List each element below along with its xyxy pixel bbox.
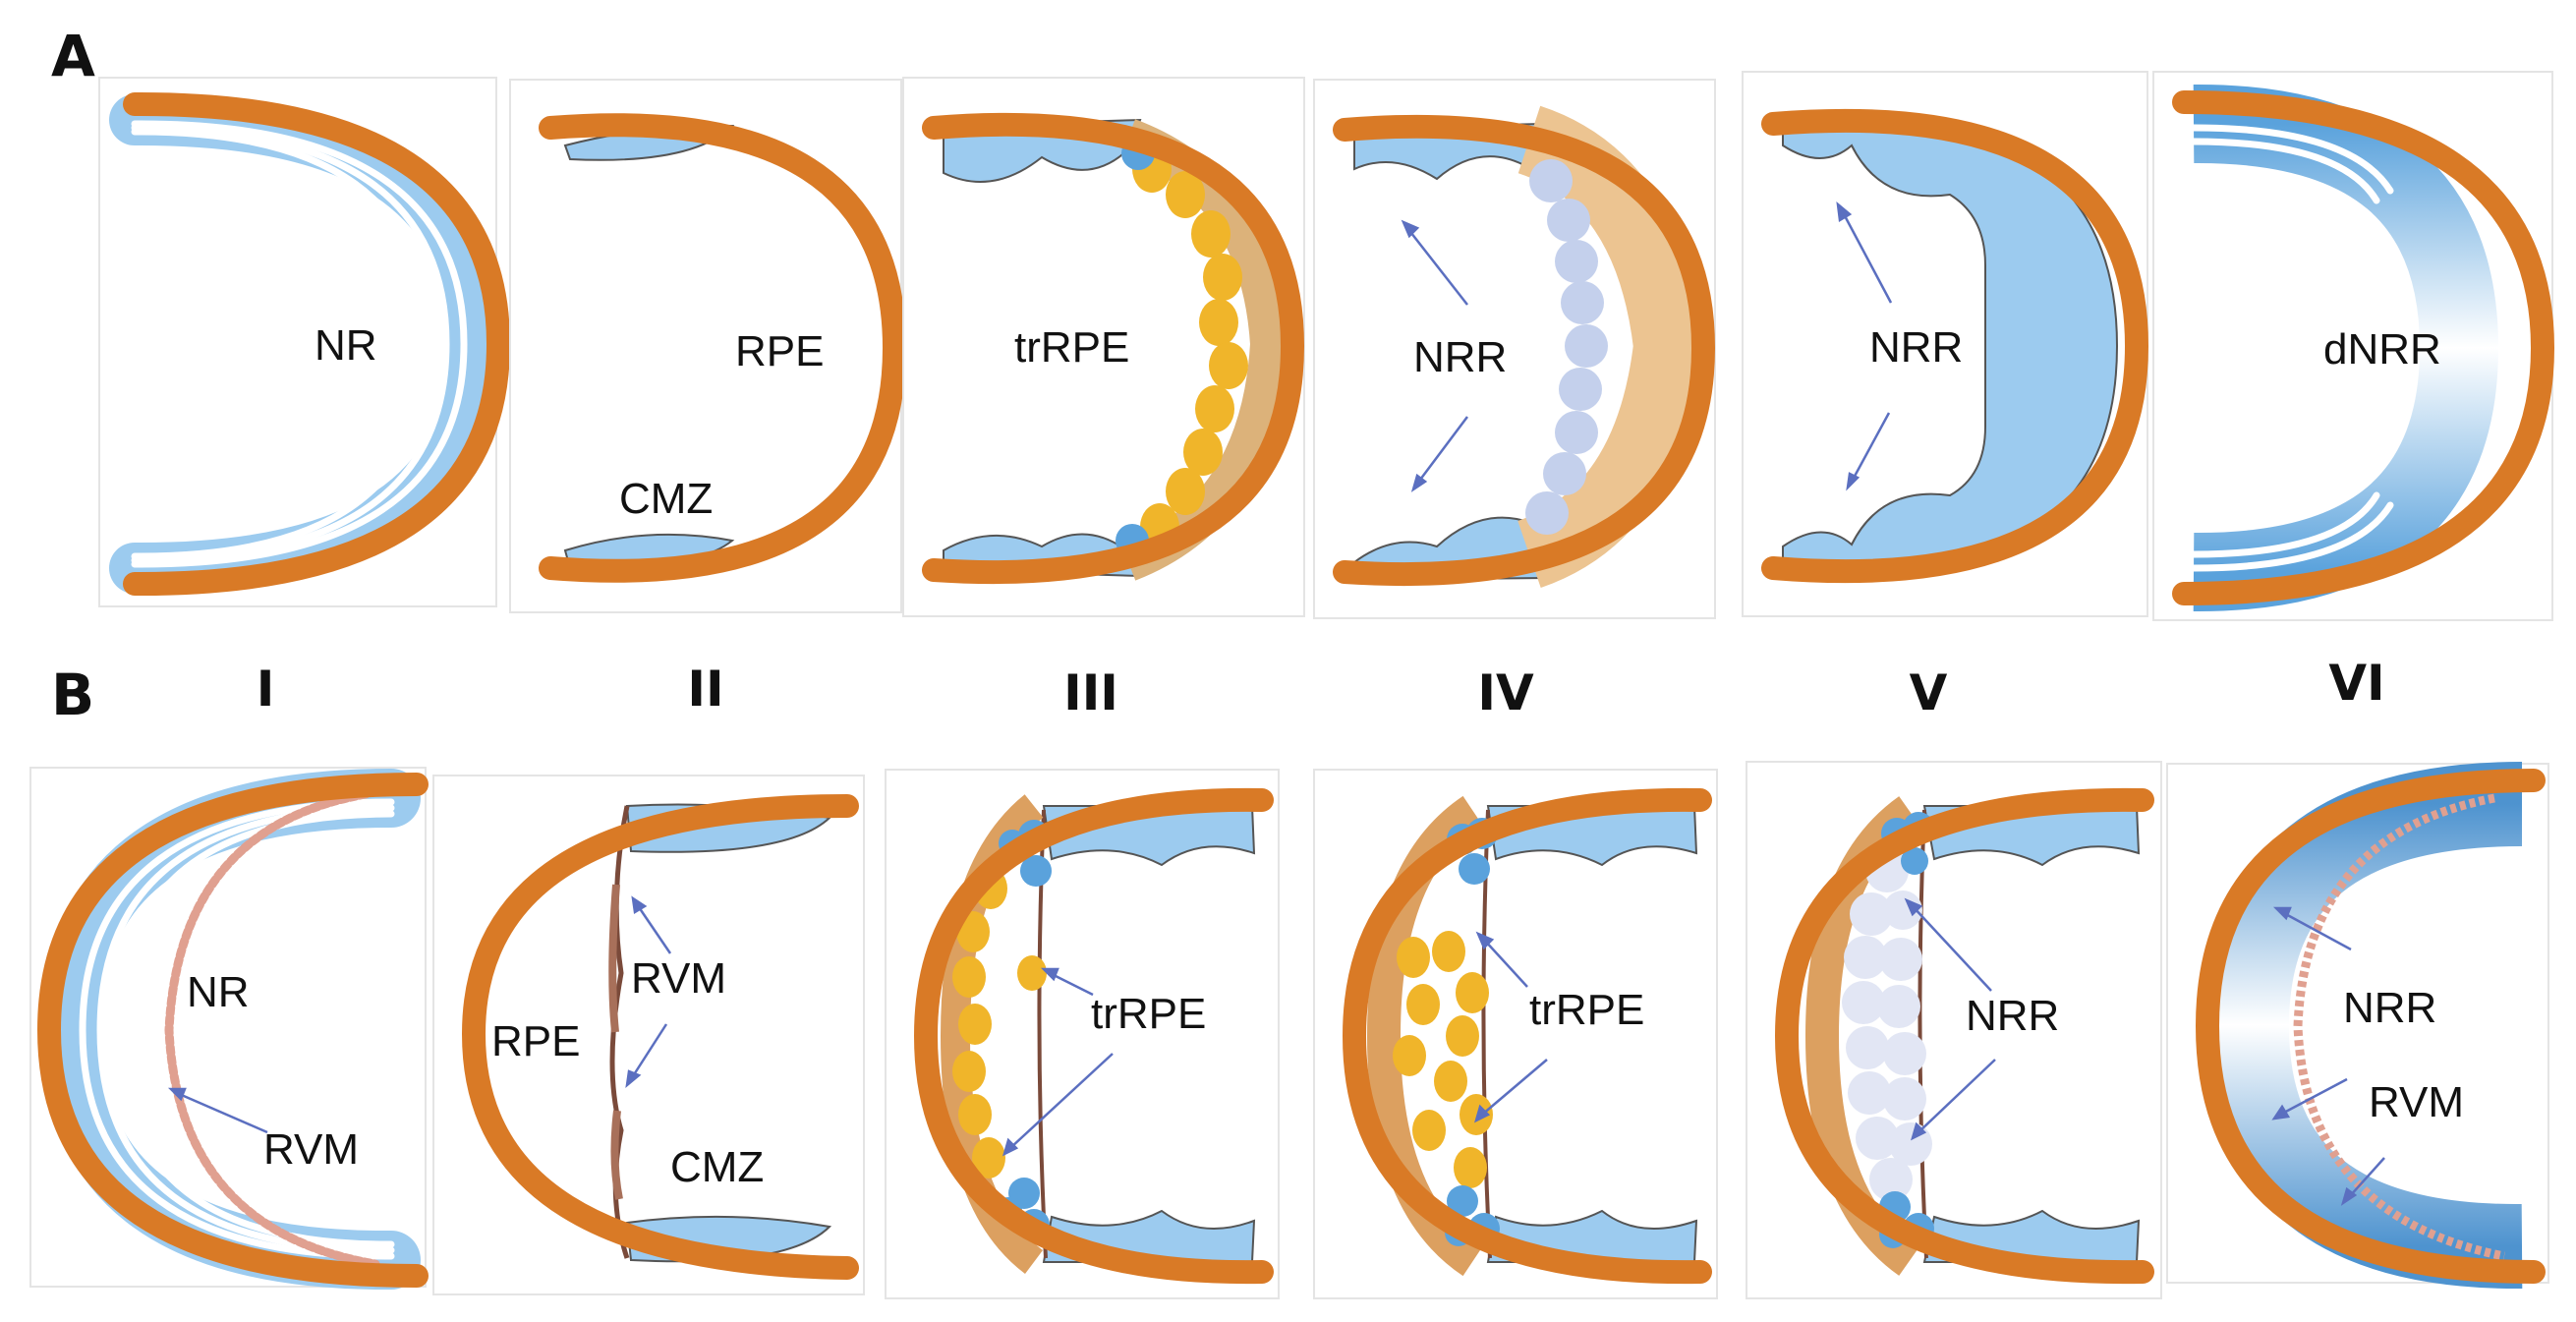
eye-diagram-b-i: NR RVM [36, 769, 429, 1291]
label-nr: NR [315, 321, 377, 370]
diagram-a-stage-v: NRR [1742, 71, 2149, 617]
nrr-cells [1525, 159, 1608, 535]
label-rvm: RVM [631, 954, 726, 1003]
panel-letter-a: A [51, 23, 95, 89]
diagram-b-stage-iii: trRPE [885, 769, 1280, 1299]
eye-diagram-a-v: NRR [1761, 108, 2149, 584]
eye-diagram-a-iv: NRR [1333, 105, 1716, 589]
stage-label-vi: VI [2328, 655, 2385, 712]
diagram-b-stage-ii: RVM RPE CMZ [432, 775, 865, 1295]
label-trrpe: trRPE [1529, 986, 1644, 1034]
diagram-b-stage-i: NR RVM [29, 767, 429, 1291]
eye-diagram-b-v: NRR [1774, 787, 2154, 1285]
stage-label-iv: IV [1477, 664, 1534, 721]
eye-diagram-b-iv: trRPE [1342, 787, 1712, 1285]
stage-label-iii: III [1063, 664, 1118, 721]
eye-diagram-a-iii: trRPE [922, 112, 1305, 585]
label-nrr: NRR [1966, 992, 2059, 1040]
nrr-cells [1842, 849, 1932, 1201]
label-rpe: RPE [491, 1017, 580, 1065]
label-nrr: NRR [1869, 323, 1963, 372]
label-nr: NR [187, 968, 250, 1016]
stage-label-ii: II [687, 661, 724, 718]
eye-diagram-a-ii: RPE CMZ [539, 113, 907, 583]
label-rpe: RPE [735, 327, 824, 375]
diagram-b-stage-vi: NRR RVM [2166, 762, 2549, 1290]
diagram-a-stage-ii: RPE CMZ [509, 79, 907, 613]
eye-diagram-b-iii: trRPE [913, 787, 1274, 1285]
panel-letter-b: B [51, 661, 95, 728]
label-cmz: CMZ [619, 475, 713, 523]
stage-label-i: I [256, 661, 275, 718]
eye-diagram-a-vi: dNRR [2172, 84, 2555, 612]
diagram-a-stage-i: NR [98, 77, 511, 607]
label-rvm: RVM [263, 1125, 359, 1174]
diagram-b-stage-iv: trRPE [1313, 769, 1718, 1299]
label-nrr: NRR [1413, 333, 1507, 381]
diagram-b-stage-v: NRR [1746, 761, 2162, 1299]
label-dnrr: dNRR [2323, 325, 2441, 374]
diagram-a-stage-vi: dNRR [2152, 71, 2555, 621]
label-trrpe: trRPE [1091, 990, 1206, 1038]
label-trrpe: trRPE [1014, 323, 1129, 372]
diagram-a-stage-iv: NRR [1313, 79, 1716, 619]
eye-diagram-a-i: NR [109, 91, 511, 597]
eye-diagram-b-vi: NRR RVM [2195, 762, 2546, 1290]
eye-diagram-b-ii: RVM RPE CMZ [461, 794, 859, 1280]
trrpe-cells [1393, 931, 1493, 1188]
label-cmz: CMZ [670, 1143, 764, 1191]
diagram-a-stage-iii: trRPE [902, 77, 1305, 617]
label-nrr: NRR [2343, 984, 2436, 1032]
label-rvm: RVM [2369, 1078, 2464, 1126]
stage-label-v: V [1909, 664, 1948, 721]
